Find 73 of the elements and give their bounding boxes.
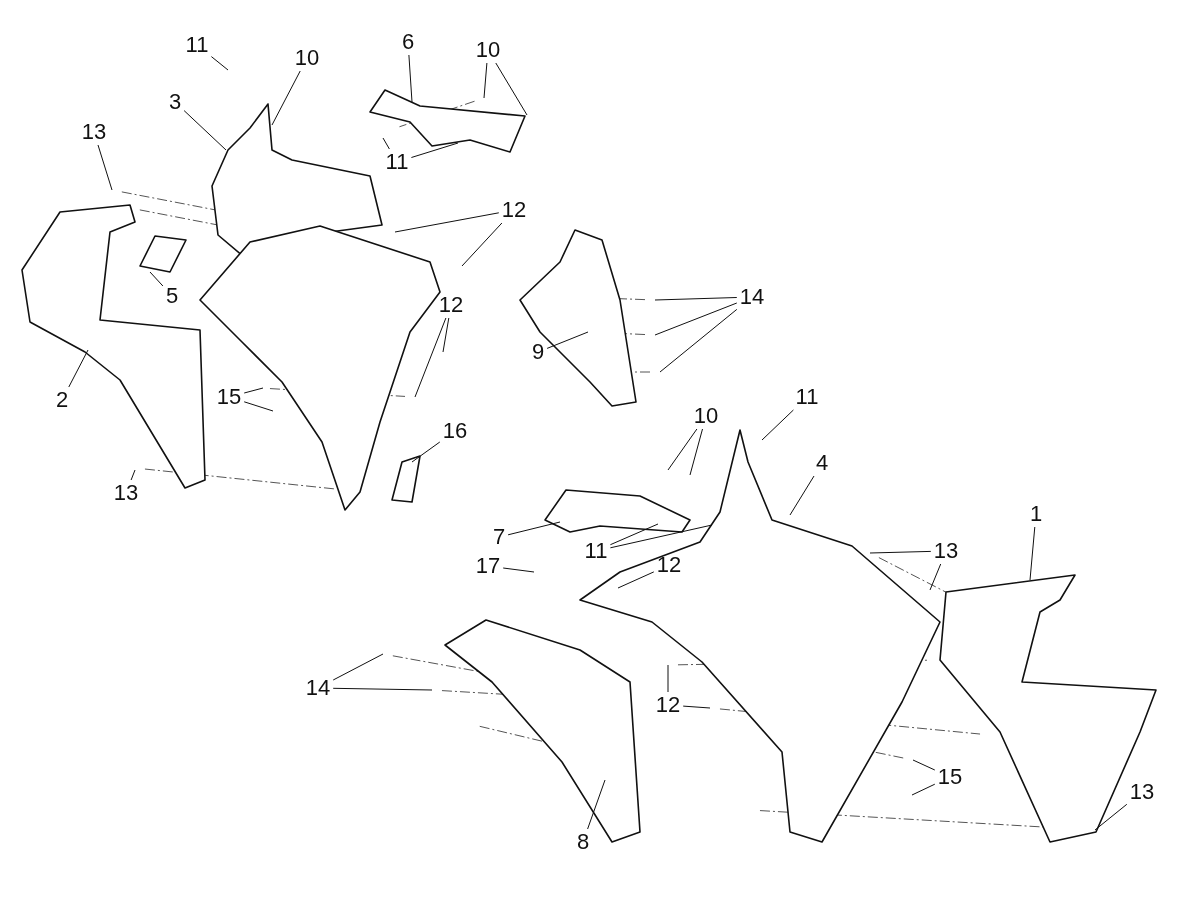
callout-number: 12 — [654, 693, 682, 717]
leader-line — [929, 563, 942, 591]
leader-line — [546, 331, 589, 349]
callout-number: 15 — [215, 385, 243, 409]
callout-number: 9 — [530, 340, 546, 364]
leader-line — [411, 441, 441, 463]
callout-number: 13 — [112, 481, 140, 505]
leader-line — [210, 56, 229, 71]
callout-number: 6 — [400, 30, 416, 54]
leader-line — [461, 222, 503, 267]
leader-line — [654, 302, 738, 336]
leader-line — [682, 705, 711, 709]
callout-number: 15 — [936, 765, 964, 789]
callout-number: 13 — [1128, 780, 1156, 804]
callout-number: 12 — [500, 198, 528, 222]
leader-line — [414, 317, 447, 398]
leader-line — [1029, 526, 1036, 581]
leader-line — [183, 110, 227, 151]
leader-line — [654, 297, 738, 301]
leader-line — [382, 137, 390, 150]
leader-line — [911, 783, 936, 796]
leader-line — [68, 349, 89, 388]
callout-number: 7 — [491, 525, 507, 549]
callout-number: 10 — [692, 404, 720, 428]
leader-line — [332, 653, 384, 681]
callout-number: 3 — [167, 90, 183, 114]
leader-line — [667, 428, 698, 471]
leader-line — [243, 387, 264, 394]
callout-number: 14 — [304, 676, 332, 700]
leader-line — [609, 523, 659, 546]
callout-number: 12 — [655, 553, 683, 577]
callout-number: 2 — [54, 388, 70, 412]
leader-line — [410, 142, 459, 158]
callout-number: 11 — [583, 539, 609, 563]
callout-number: 11 — [794, 385, 820, 409]
leader-line — [408, 54, 413, 103]
leader-line — [97, 144, 113, 191]
leader-line — [495, 62, 528, 116]
callout-number: 17 — [474, 554, 502, 578]
leader-line — [271, 70, 301, 126]
callout-number: 10 — [293, 46, 321, 70]
leader-line — [1094, 803, 1128, 831]
callout-number: 11 — [384, 150, 410, 174]
leader-line — [869, 550, 932, 554]
leader-line — [789, 475, 815, 516]
leader-line — [483, 62, 488, 99]
leader-line — [667, 664, 669, 693]
callout-number: 4 — [814, 451, 830, 475]
callout-number: 13 — [80, 120, 108, 144]
callout-number: 8 — [575, 830, 591, 854]
callout-number: 1 — [1028, 502, 1044, 526]
callout-number: 5 — [164, 284, 180, 308]
leader-line — [502, 567, 535, 573]
leader-line — [587, 779, 606, 830]
callout-number: 10 — [474, 38, 502, 62]
leader-line — [243, 401, 274, 412]
leader-line — [394, 212, 500, 233]
leader-line — [442, 317, 450, 353]
leader-line — [332, 687, 433, 691]
leader-line — [149, 271, 164, 287]
callout-number: 16 — [441, 419, 469, 443]
leader-line — [912, 759, 936, 771]
callout-number: 13 — [932, 539, 960, 563]
leader-line — [130, 469, 136, 481]
leader-line — [609, 524, 713, 549]
leader-line — [617, 571, 655, 589]
callout-number: 14 — [738, 285, 766, 309]
leader-line — [659, 308, 738, 373]
callout-number: 11 — [184, 33, 210, 57]
leader-line — [689, 428, 703, 476]
callout-number: 12 — [437, 293, 465, 317]
leader-line — [761, 409, 794, 441]
leader-line — [507, 521, 561, 536]
